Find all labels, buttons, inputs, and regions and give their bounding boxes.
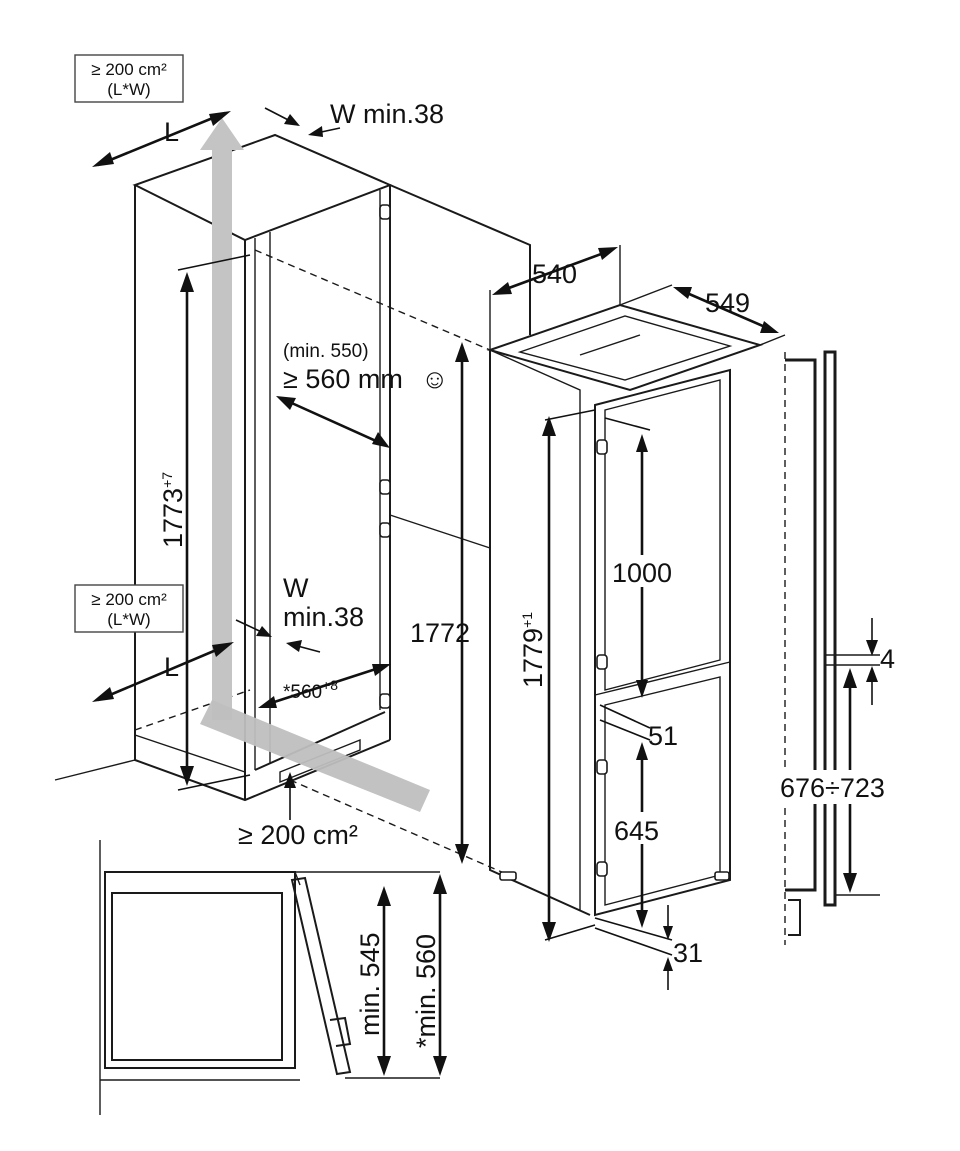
- door-gap-label: 51: [648, 721, 678, 751]
- dim-bottom-gap: 31: [594, 905, 703, 990]
- lower-door: [604, 676, 721, 906]
- niche-width-label: *560+8: [283, 677, 338, 703]
- appliance-width-label: 540: [532, 259, 577, 289]
- airflow-in-arrow: [200, 700, 430, 812]
- hinge-icon: [596, 439, 608, 455]
- niche-cabinet: [54, 133, 531, 881]
- appliance-top-rail: [579, 334, 641, 356]
- airflow-arrows: [200, 118, 430, 812]
- dim-door-height: 1779+1: [518, 409, 596, 942]
- dim-niche-width: *560+8: [258, 664, 391, 708]
- appliance-front: [594, 368, 731, 917]
- projection-line: [289, 779, 521, 881]
- base-line: [134, 734, 246, 773]
- smiley-icon: ☺: [421, 364, 449, 394]
- dim-niche-height: 1773+7: [158, 254, 251, 791]
- gap-top-label: W min.38: [330, 99, 444, 129]
- dim-upper-door: 1000: [604, 417, 680, 698]
- upper-door: [604, 379, 721, 691]
- appliance-top-inner: [517, 315, 733, 381]
- length-lower-label: L: [164, 652, 179, 682]
- niche-depth-label: ≥ 560 mm: [283, 364, 403, 394]
- hinge-icon: [379, 204, 391, 220]
- appliance-side: [489, 350, 591, 916]
- door-gap-line: [594, 661, 731, 696]
- dim-top-length: L: [92, 111, 231, 167]
- foot-icon: [499, 871, 517, 881]
- dim-door-gap: 51: [599, 704, 678, 751]
- section-star-label: *min. 560: [411, 934, 441, 1048]
- dim-bottom-vent: ≥ 200 cm²: [238, 772, 358, 850]
- dim-appliance-depth: 549: [619, 284, 786, 346]
- handle-icon: [329, 1016, 352, 1047]
- vent-top-line2: (L*W): [107, 80, 150, 99]
- dim-lower-length: L: [92, 642, 234, 702]
- airflow-up-arrow: [200, 118, 244, 720]
- top-back-edge: [274, 134, 391, 186]
- panel-profile-right: [823, 350, 837, 907]
- panel-gap-label: 4: [880, 644, 895, 674]
- hinge-icon: [379, 522, 391, 538]
- dim-panel-range: 676÷723: [778, 668, 906, 893]
- vent-top-line1: ≥ 200 cm²: [91, 60, 167, 79]
- hinge-icon: [596, 654, 608, 670]
- appliance-side-edge: [489, 349, 581, 910]
- vent-mid-line2: (L*W): [107, 610, 150, 629]
- top-panel: [389, 184, 531, 335]
- appliance-height-label: 1772: [410, 618, 470, 648]
- plinth-top: [254, 711, 386, 771]
- hinge-icon: [596, 861, 608, 877]
- section-hinge-line: [294, 871, 301, 886]
- gap-lower-w-label: W: [283, 573, 309, 603]
- vent-mid-line1: ≥ 200 cm²: [91, 590, 167, 609]
- lower-door-label: 645: [614, 816, 659, 846]
- length-top-label: L: [164, 117, 179, 147]
- section-appliance: [111, 892, 283, 1061]
- foot-icon: [714, 871, 730, 881]
- projection-line: [254, 249, 491, 351]
- panel-foot: [788, 899, 801, 936]
- vent-bottom-label: ≥ 200 cm²: [238, 820, 358, 850]
- appliance: [486, 303, 764, 917]
- appliance-depth-label: 549: [705, 288, 750, 318]
- dim-top-gap: W min.38: [264, 99, 444, 137]
- dim-appliance-height: 1772: [410, 342, 470, 864]
- door-height-label: 1779+1: [518, 612, 548, 688]
- panel-range-label: 676÷723: [780, 773, 885, 803]
- dim-niche-depth: (min. 550) ≥ 560 mm ☺: [276, 341, 449, 448]
- vent-box-top: ≥ 200 cm² (L*W): [74, 54, 184, 103]
- dim-lower-gap: W min.38: [235, 573, 364, 653]
- section-door: [290, 876, 352, 1076]
- section-min-label: min. 545: [355, 932, 385, 1036]
- dim-appliance-width: 540: [489, 245, 621, 350]
- panel-profile-left: [785, 358, 817, 892]
- niche-height-label: 1773+7: [158, 472, 188, 548]
- dim-lower-door: 645: [610, 742, 674, 928]
- bottom-gap-label: 31: [673, 938, 703, 968]
- section-cabinet: [104, 871, 296, 1069]
- floor-line: [54, 759, 136, 781]
- hinge-icon: [379, 479, 391, 495]
- dim-section-min: min. 545: [355, 886, 391, 1076]
- niche-depth-min-label: (min. 550): [283, 341, 369, 362]
- section-view: [99, 840, 440, 1115]
- gap-lower-min-label: min.38: [283, 602, 364, 632]
- door-divider-line: [389, 514, 491, 549]
- dim-panel-gap: 4: [866, 618, 895, 705]
- dim-section-star: *min. 560: [411, 874, 447, 1076]
- cabinet-top: [132, 133, 393, 242]
- hinge-icon: [379, 693, 391, 709]
- upper-door-label: 1000: [612, 558, 672, 588]
- hinge-icon: [596, 759, 608, 775]
- vent-box-mid: ≥ 200 cm² (L*W): [74, 584, 184, 633]
- side-panel-profile: [784, 350, 880, 945]
